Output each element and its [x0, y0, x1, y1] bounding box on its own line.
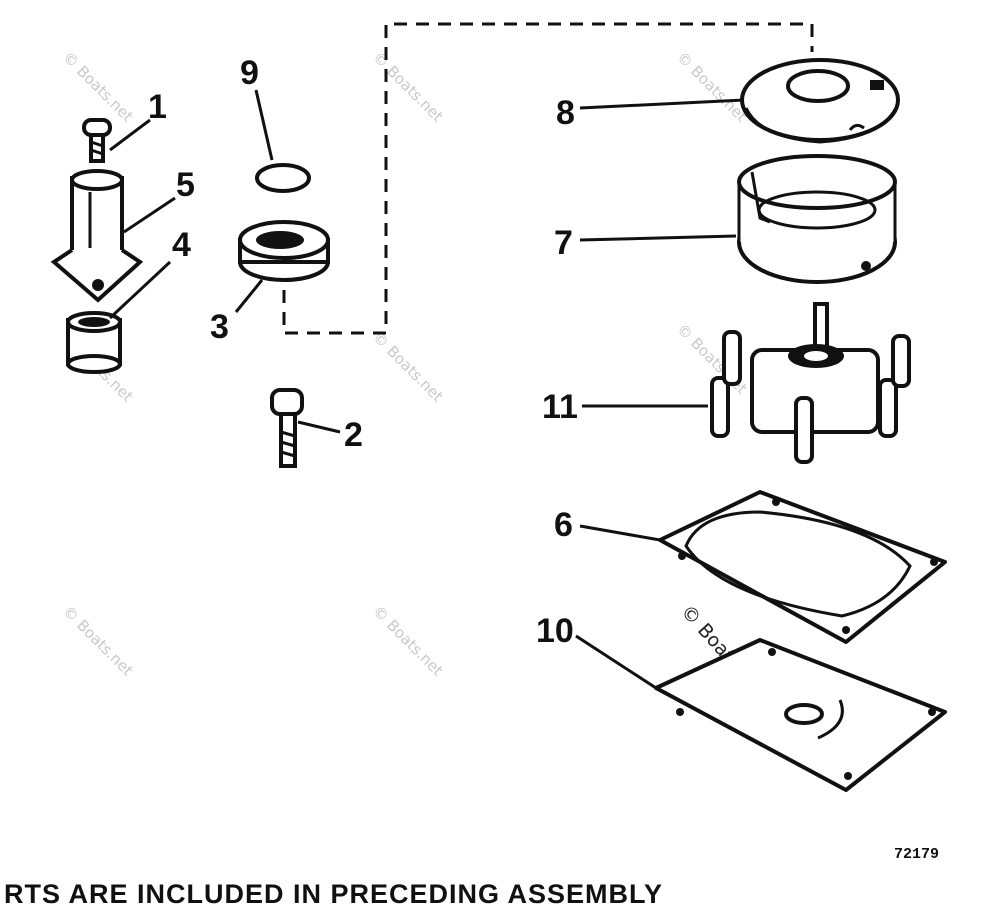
callout-8: 8	[556, 94, 575, 132]
callout-6: 6	[554, 506, 573, 544]
callout-1: 1	[148, 88, 167, 126]
part-11-impeller	[710, 302, 911, 464]
part-6-gasket	[658, 490, 947, 644]
assembly-dashed-line	[282, 22, 814, 335]
callout-11: 11	[542, 388, 578, 426]
callout-2: 2	[344, 416, 363, 454]
callout-3: 3	[210, 308, 229, 346]
callout-7: 7	[554, 224, 573, 262]
watermark: © Boats.net	[59, 602, 137, 680]
callout-5: 5	[176, 166, 195, 204]
part-5-tube	[50, 169, 144, 303]
callout-4: 4	[172, 226, 191, 264]
watermark: © Boats.net	[369, 48, 447, 126]
callout-9: 9	[240, 54, 259, 92]
part-8-plate	[740, 58, 900, 144]
part-1-screw	[82, 118, 112, 163]
callout-10: 10	[536, 612, 574, 650]
part-2-bolt	[270, 388, 304, 468]
part-10-wear-plate	[654, 638, 947, 792]
leader-lines	[108, 89, 745, 690]
drawing-number: 72179	[894, 846, 939, 863]
part-4-bushing	[66, 311, 122, 374]
watermark: © Boats.net	[369, 602, 447, 680]
watermark-group: © Boats.net © Boats.net © Boats.net © Bo…	[59, 48, 770, 701]
part-7-ring	[737, 154, 897, 284]
part-9-oring	[255, 163, 311, 193]
footer-caption: RTS ARE INCLUDED IN PRECEDING ASSEMBLY	[4, 879, 663, 908]
watermark: © Boats.net	[369, 328, 447, 406]
part-3-seal	[238, 220, 330, 282]
watermark: © Boats.net	[673, 48, 751, 126]
watermark: © Boats.net	[59, 48, 137, 126]
